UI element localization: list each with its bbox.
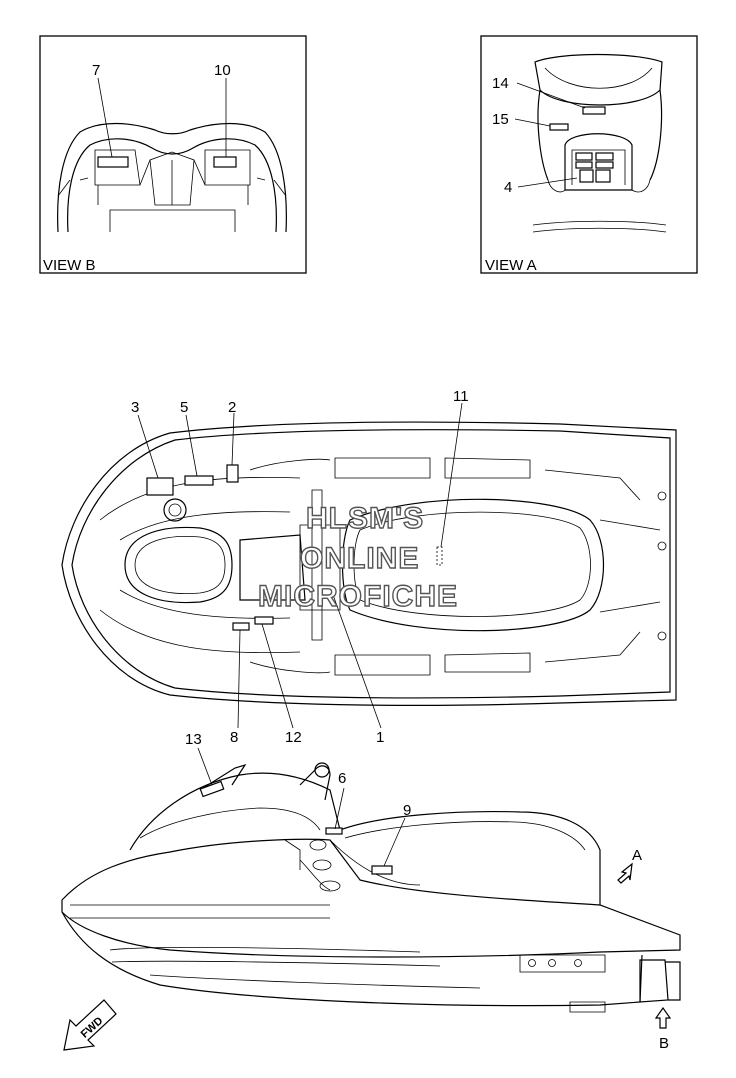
view-a-label-14 [582, 106, 606, 115]
top-view: 3 5 2 11 8 12 1 [61, 388, 677, 746]
callout-4: 4 [504, 179, 512, 196]
view-a-label-4b [595, 152, 614, 161]
watermark: HLSM'S ONLINE MICROFICHE [257, 501, 458, 613]
arrow-a-label: A [632, 847, 642, 864]
side-label-13 [199, 780, 225, 798]
callout-9: 9 [403, 802, 411, 819]
top-label-8 [232, 622, 250, 631]
side-view-hull-drawing [61, 762, 681, 1013]
top-label-5 [184, 475, 214, 486]
top-label-3 [146, 477, 174, 496]
view-b-panel: 7 10 VIEW B [39, 35, 307, 274]
top-label-11 [436, 546, 443, 566]
view-a-panel: 14 15 4 VIEW A [480, 35, 698, 274]
watermark-line-2: ONLINE [300, 542, 419, 575]
side-label-9 [371, 865, 393, 875]
callout-2: 2 [228, 399, 236, 416]
view-b-arrow: B [654, 1006, 672, 1052]
arrow-b-label: B [659, 1035, 669, 1052]
callout-8: 8 [230, 729, 238, 746]
view-a-label-4a [575, 152, 593, 161]
view-b-seat-drawing [57, 122, 287, 233]
view-a-label-4f [595, 169, 611, 183]
view-a-label-4d [595, 161, 614, 169]
callout-15: 15 [492, 111, 509, 128]
callout-3: 3 [131, 399, 139, 416]
watermark-line-1: HLSM'S [306, 502, 424, 535]
callout-12: 12 [285, 729, 302, 746]
fwd-arrow-icon: FWD [63, 999, 117, 1051]
top-label-2 [226, 464, 239, 483]
callout-1: 1 [376, 729, 384, 746]
callout-14: 14 [492, 75, 509, 92]
view-a-label-4c [575, 161, 593, 169]
view-a-console-drawing [532, 53, 667, 233]
side-label-6 [325, 827, 343, 835]
view-a-label-15 [549, 123, 569, 131]
side-view: 13 6 9 A B FWD [61, 731, 681, 1052]
top-label-12 [254, 616, 274, 625]
view-a-label-4e [579, 169, 594, 183]
watermark-line-3: MICROFICHE [258, 580, 458, 613]
callout-10: 10 [214, 62, 231, 79]
view-b-label: VIEW B [43, 257, 96, 274]
view-a-arrow: A [617, 847, 642, 884]
callout-11: 11 [453, 388, 469, 405]
callout-13: 13 [185, 731, 202, 748]
top-view-hull-drawing [61, 421, 677, 706]
callout-6: 6 [338, 770, 346, 787]
view-b-label-7 [97, 156, 129, 168]
view-b-label-10 [213, 156, 237, 168]
callout-5: 5 [180, 399, 188, 416]
view-a-label: VIEW A [485, 257, 537, 274]
callout-7: 7 [92, 62, 100, 79]
